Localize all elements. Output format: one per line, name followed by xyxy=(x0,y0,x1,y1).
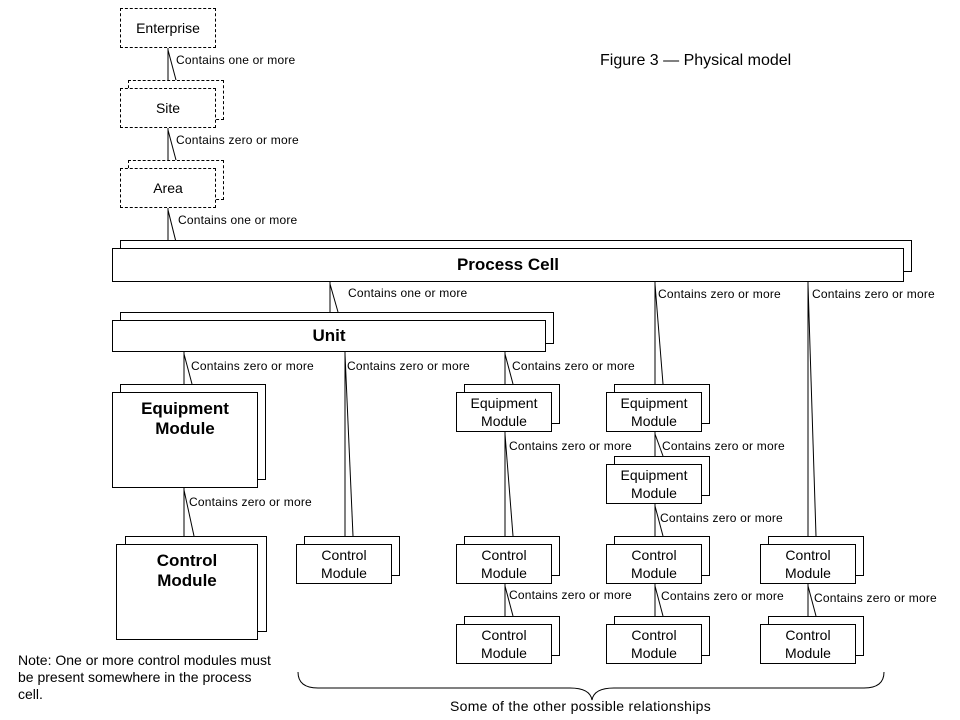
relation-unit-em: Contains zero or more xyxy=(191,359,314,373)
cm-col4-label: Control Module xyxy=(631,546,677,581)
process-cell-box: Process Cell xyxy=(112,248,904,282)
equipment-module-main-box: Equipment Module xyxy=(112,392,258,488)
relation-processcell-unit: Contains one or more xyxy=(348,286,468,300)
enterprise-label: Enterprise xyxy=(136,19,200,36)
em-col4-label: Equipment Module xyxy=(620,394,688,429)
cm-col4-lower-box: Control Module xyxy=(606,624,702,664)
cm-col3-box: Control Module xyxy=(456,544,552,584)
control-module-main-box: Control Module xyxy=(116,544,258,640)
relation-cm-col4-cm: Contains zero or more xyxy=(661,589,784,603)
brace-label: Some of the other possible relationships xyxy=(450,698,712,714)
relation-site-area: Contains zero or more xyxy=(176,133,299,147)
area-box: Area xyxy=(120,168,216,208)
site-box: Site xyxy=(120,88,216,128)
relation-enterprise-site: Contains one or more xyxy=(176,53,296,67)
relation-em-cm-main: Contains zero or more xyxy=(189,495,312,509)
cm-col5-lower-box: Control Module xyxy=(760,624,856,664)
relation-em-col3-cm: Contains zero or more xyxy=(509,439,632,453)
relation-unit-cm: Contains zero or more xyxy=(347,359,470,373)
relation-em-col4-cm: Contains zero or more xyxy=(660,511,783,525)
figure-title: Figure 3 — Physical model xyxy=(600,52,792,69)
relation-cm-col5-cm: Contains zero or more xyxy=(814,591,937,605)
relation-cm-col3-cm: Contains zero or more xyxy=(509,588,632,602)
cm-col5-box: Control Module xyxy=(760,544,856,584)
cm-col4-lower-label: Control Module xyxy=(631,626,677,661)
site-label: Site xyxy=(155,99,181,116)
em-col4-lower-box: Equipment Module xyxy=(606,464,702,504)
relation-unit-em-small: Contains zero or more xyxy=(512,359,635,373)
process-cell-label: Process Cell xyxy=(456,254,560,274)
relation-processcell-cm: Contains zero or more xyxy=(812,287,935,301)
cm-col4-box: Control Module xyxy=(606,544,702,584)
equipment-module-main-label: Equipment Module xyxy=(141,399,229,439)
cm-col5-lower-label: Control Module xyxy=(785,626,831,661)
note-text: Note: One or more control modules must b… xyxy=(18,652,271,702)
em-col3-label: Equipment Module xyxy=(470,394,538,429)
em-col3-box: Equipment Module xyxy=(456,392,552,432)
cm-col2-label: Control Module xyxy=(321,546,367,581)
unit-box: Unit xyxy=(112,320,546,352)
cm-col3-lower-label: Control Module xyxy=(481,626,527,661)
em-col4-lower-label: Equipment Module xyxy=(620,466,688,501)
relation-processcell-em: Contains zero or more xyxy=(658,287,781,301)
cm-col3-lower-box: Control Module xyxy=(456,624,552,664)
enterprise-box: Enterprise xyxy=(120,8,216,48)
cm-col2-box: Control Module xyxy=(296,544,392,584)
cm-col5-label: Control Module xyxy=(785,546,831,581)
relation-em-col4-em: Contains zero or more xyxy=(662,439,785,453)
control-module-main-label: Control Module xyxy=(156,551,218,591)
area-label: Area xyxy=(153,179,183,196)
relation-area-processcell: Contains one or more xyxy=(178,213,298,227)
unit-label: Unit xyxy=(312,325,346,345)
em-col4-box: Equipment Module xyxy=(606,392,702,432)
cm-col3-label: Control Module xyxy=(481,546,527,581)
